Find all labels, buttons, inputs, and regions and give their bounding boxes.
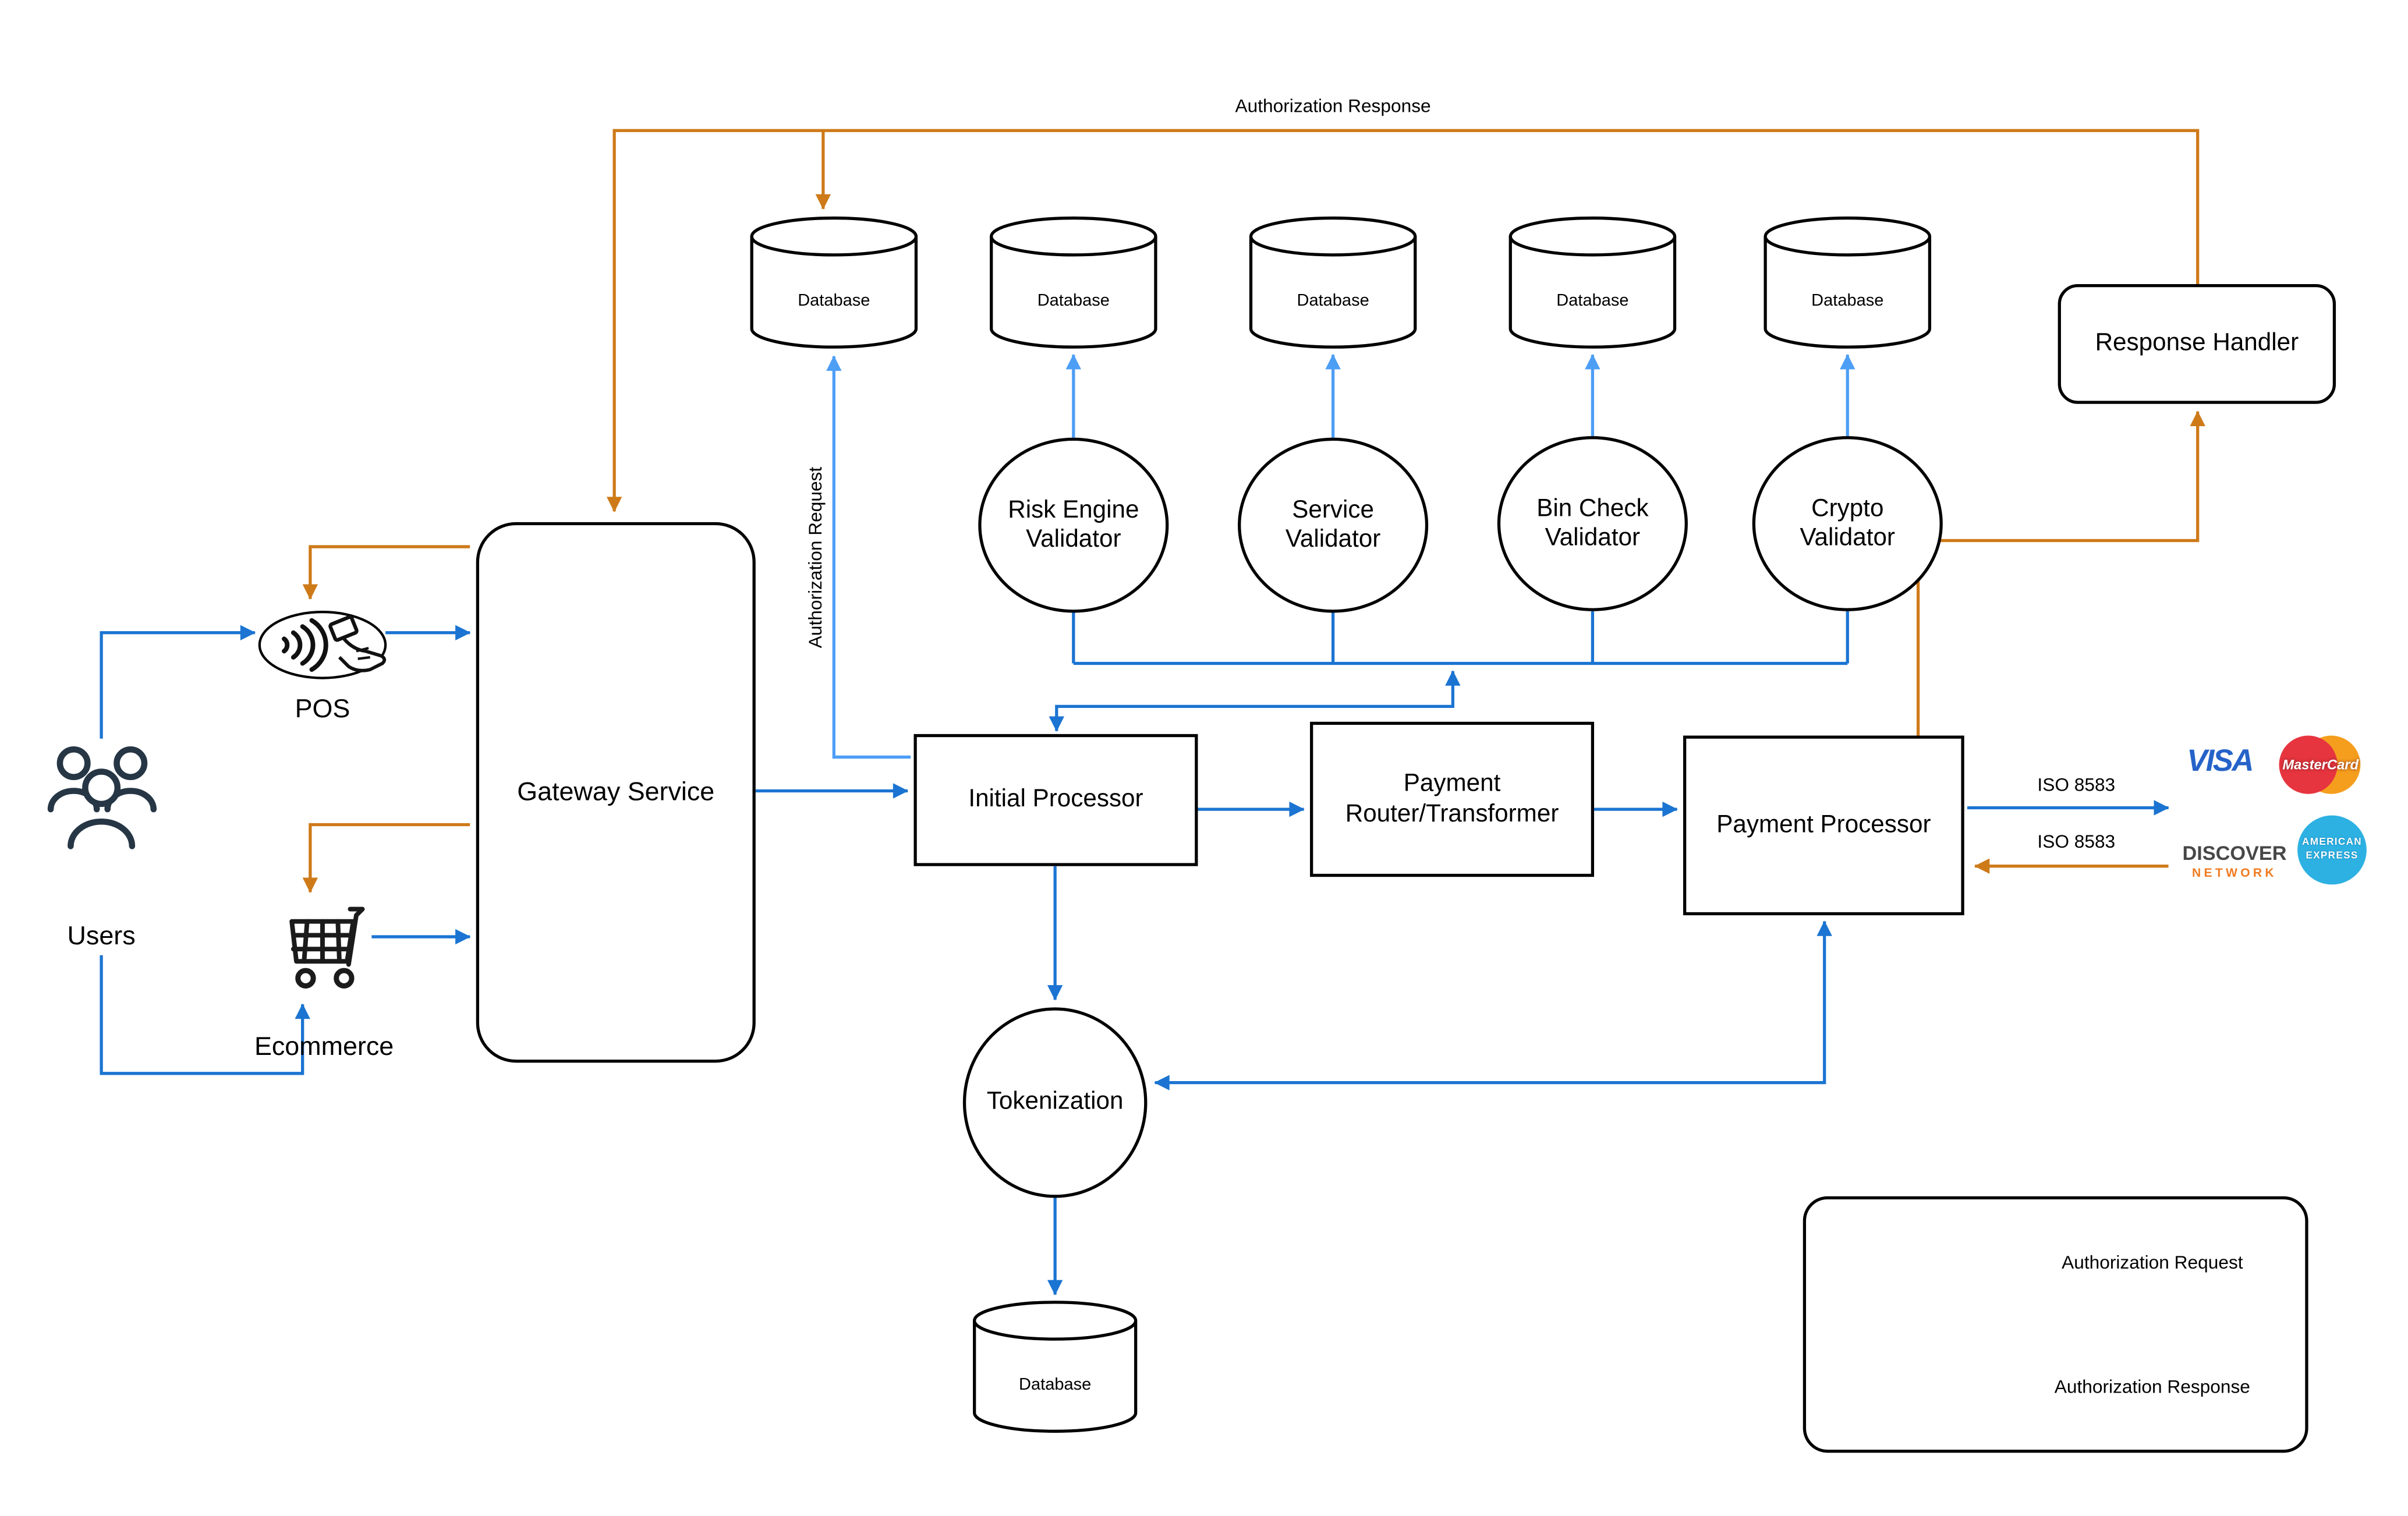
database-label-1: Database	[798, 292, 870, 310]
discover-network-wordmark: NETWORK	[2192, 866, 2277, 880]
edge-users-to-pos	[100, 625, 256, 739]
legend-response-label: Authorization Response	[2054, 1376, 2250, 1398]
mastercard-logo: MasterCard	[2279, 734, 2361, 799]
discover-logo: DISCOVER NETWORK	[2177, 842, 2291, 880]
edge-gateway-to-ecommerce-response	[302, 823, 470, 893]
authorization-response-top-label: Authorization Response	[1235, 95, 1431, 117]
response-handler-node: Response Handler	[2058, 284, 2336, 404]
bin-check-label-line1: Bin Check	[1536, 495, 1649, 522]
payment-router-label-line1: Payment	[1403, 771, 1501, 798]
database-label-4: Database	[1556, 292, 1629, 310]
payment-processor-node: Payment Processor	[1683, 735, 1964, 916]
database-label-bottom: Database	[1019, 1376, 1092, 1395]
edge-payment-processor-tokenization	[1154, 920, 1832, 1090]
crypto-validator-label-line2: Validator	[1800, 525, 1896, 551]
pos-contactless-icon	[258, 611, 387, 679]
edge-initial-validators-link	[1049, 670, 1461, 732]
users-label: Users	[67, 921, 136, 951]
pos-label: POS	[295, 694, 350, 724]
edge-response-handler-to-gateway	[606, 129, 2200, 512]
service-validator-label-line1: Service	[1292, 497, 1374, 523]
service-validator-node: Service Validator	[1238, 437, 1429, 613]
iso8583-request-label: ISO 8583	[2037, 774, 2116, 796]
database-cylinders	[750, 216, 1932, 1433]
visa-logo: VISA	[2187, 745, 2254, 779]
gateway-service-node: Gateway Service	[476, 522, 756, 1063]
payment-router-label-line2: Router/Transformer	[1345, 800, 1559, 827]
amex-wordmark-line1: AMERICAN	[2302, 837, 2362, 849]
payment-processor-label: Payment Processor	[1716, 812, 1931, 838]
risk-engine-label-line1: Risk Engine	[1008, 497, 1139, 523]
edge-validators-bus	[1072, 611, 1849, 665]
crypto-validator-node: Crypto Validator	[1752, 436, 1943, 611]
mastercard-wordmark: MasterCard	[2282, 757, 2359, 773]
ecommerce-label: Ecommerce	[254, 1032, 394, 1061]
bin-check-validator-node: Bin Check Validator	[1497, 436, 1688, 611]
service-validator-label-line2: Validator	[1285, 526, 1381, 553]
database-cylinder-1	[750, 216, 918, 349]
edge-authorization-request-to-database1	[826, 355, 911, 759]
shopping-cart-icon	[289, 906, 365, 989]
iso8583-response-label: ISO 8583	[2037, 831, 2116, 852]
users-icon	[47, 746, 157, 849]
database-label-2: Database	[1037, 292, 1110, 310]
database-cylinder-2	[990, 216, 1157, 349]
database-cylinder-5	[1763, 216, 1932, 349]
database-label-3: Database	[1297, 292, 1369, 310]
edge-gateway-to-pos-response	[302, 545, 470, 600]
database-cylinder-bottom	[973, 1301, 1138, 1433]
payment-router-node: Payment Router/Transformer	[1310, 721, 1595, 877]
mastercard-red-circle	[2279, 735, 2338, 794]
amex-logo: AMERICAN EXPRESS	[2297, 815, 2367, 885]
database-cylinder-4	[1508, 216, 1677, 349]
initial-processor-label: Initial Processor	[968, 787, 1143, 813]
authorization-request-vertical-label: Authorization Request	[805, 466, 827, 649]
amex-wordmark-line2: EXPRESS	[2306, 850, 2359, 861]
risk-engine-label-line2: Validator	[1026, 526, 1121, 553]
discover-wordmark: DISCOVER	[2182, 841, 2287, 865]
gateway-service-label: Gateway Service	[517, 777, 715, 806]
database-cylinder-3	[1249, 216, 1417, 349]
hand-card-glyph	[328, 615, 387, 672]
legend-request-label: Authorization Request	[2062, 1251, 2243, 1273]
bin-check-label-line2: Validator	[1545, 525, 1641, 551]
risk-engine-validator-node: Risk Engine Validator	[978, 437, 1169, 613]
tokenization-label: Tokenization	[986, 1089, 1124, 1116]
database-label-5: Database	[1811, 292, 1884, 310]
edge-payment-processor-to-response-handler	[1916, 410, 2205, 736]
response-handler-label: Response Handler	[2095, 331, 2299, 357]
tokenization-node: Tokenization	[962, 1007, 1148, 1198]
edge-users-to-ecommerce	[100, 955, 310, 1075]
initial-processor-node: Initial Processor	[913, 734, 1198, 866]
crypto-validator-label-line1: Crypto	[1811, 495, 1884, 522]
legend-box	[1803, 1196, 2308, 1453]
